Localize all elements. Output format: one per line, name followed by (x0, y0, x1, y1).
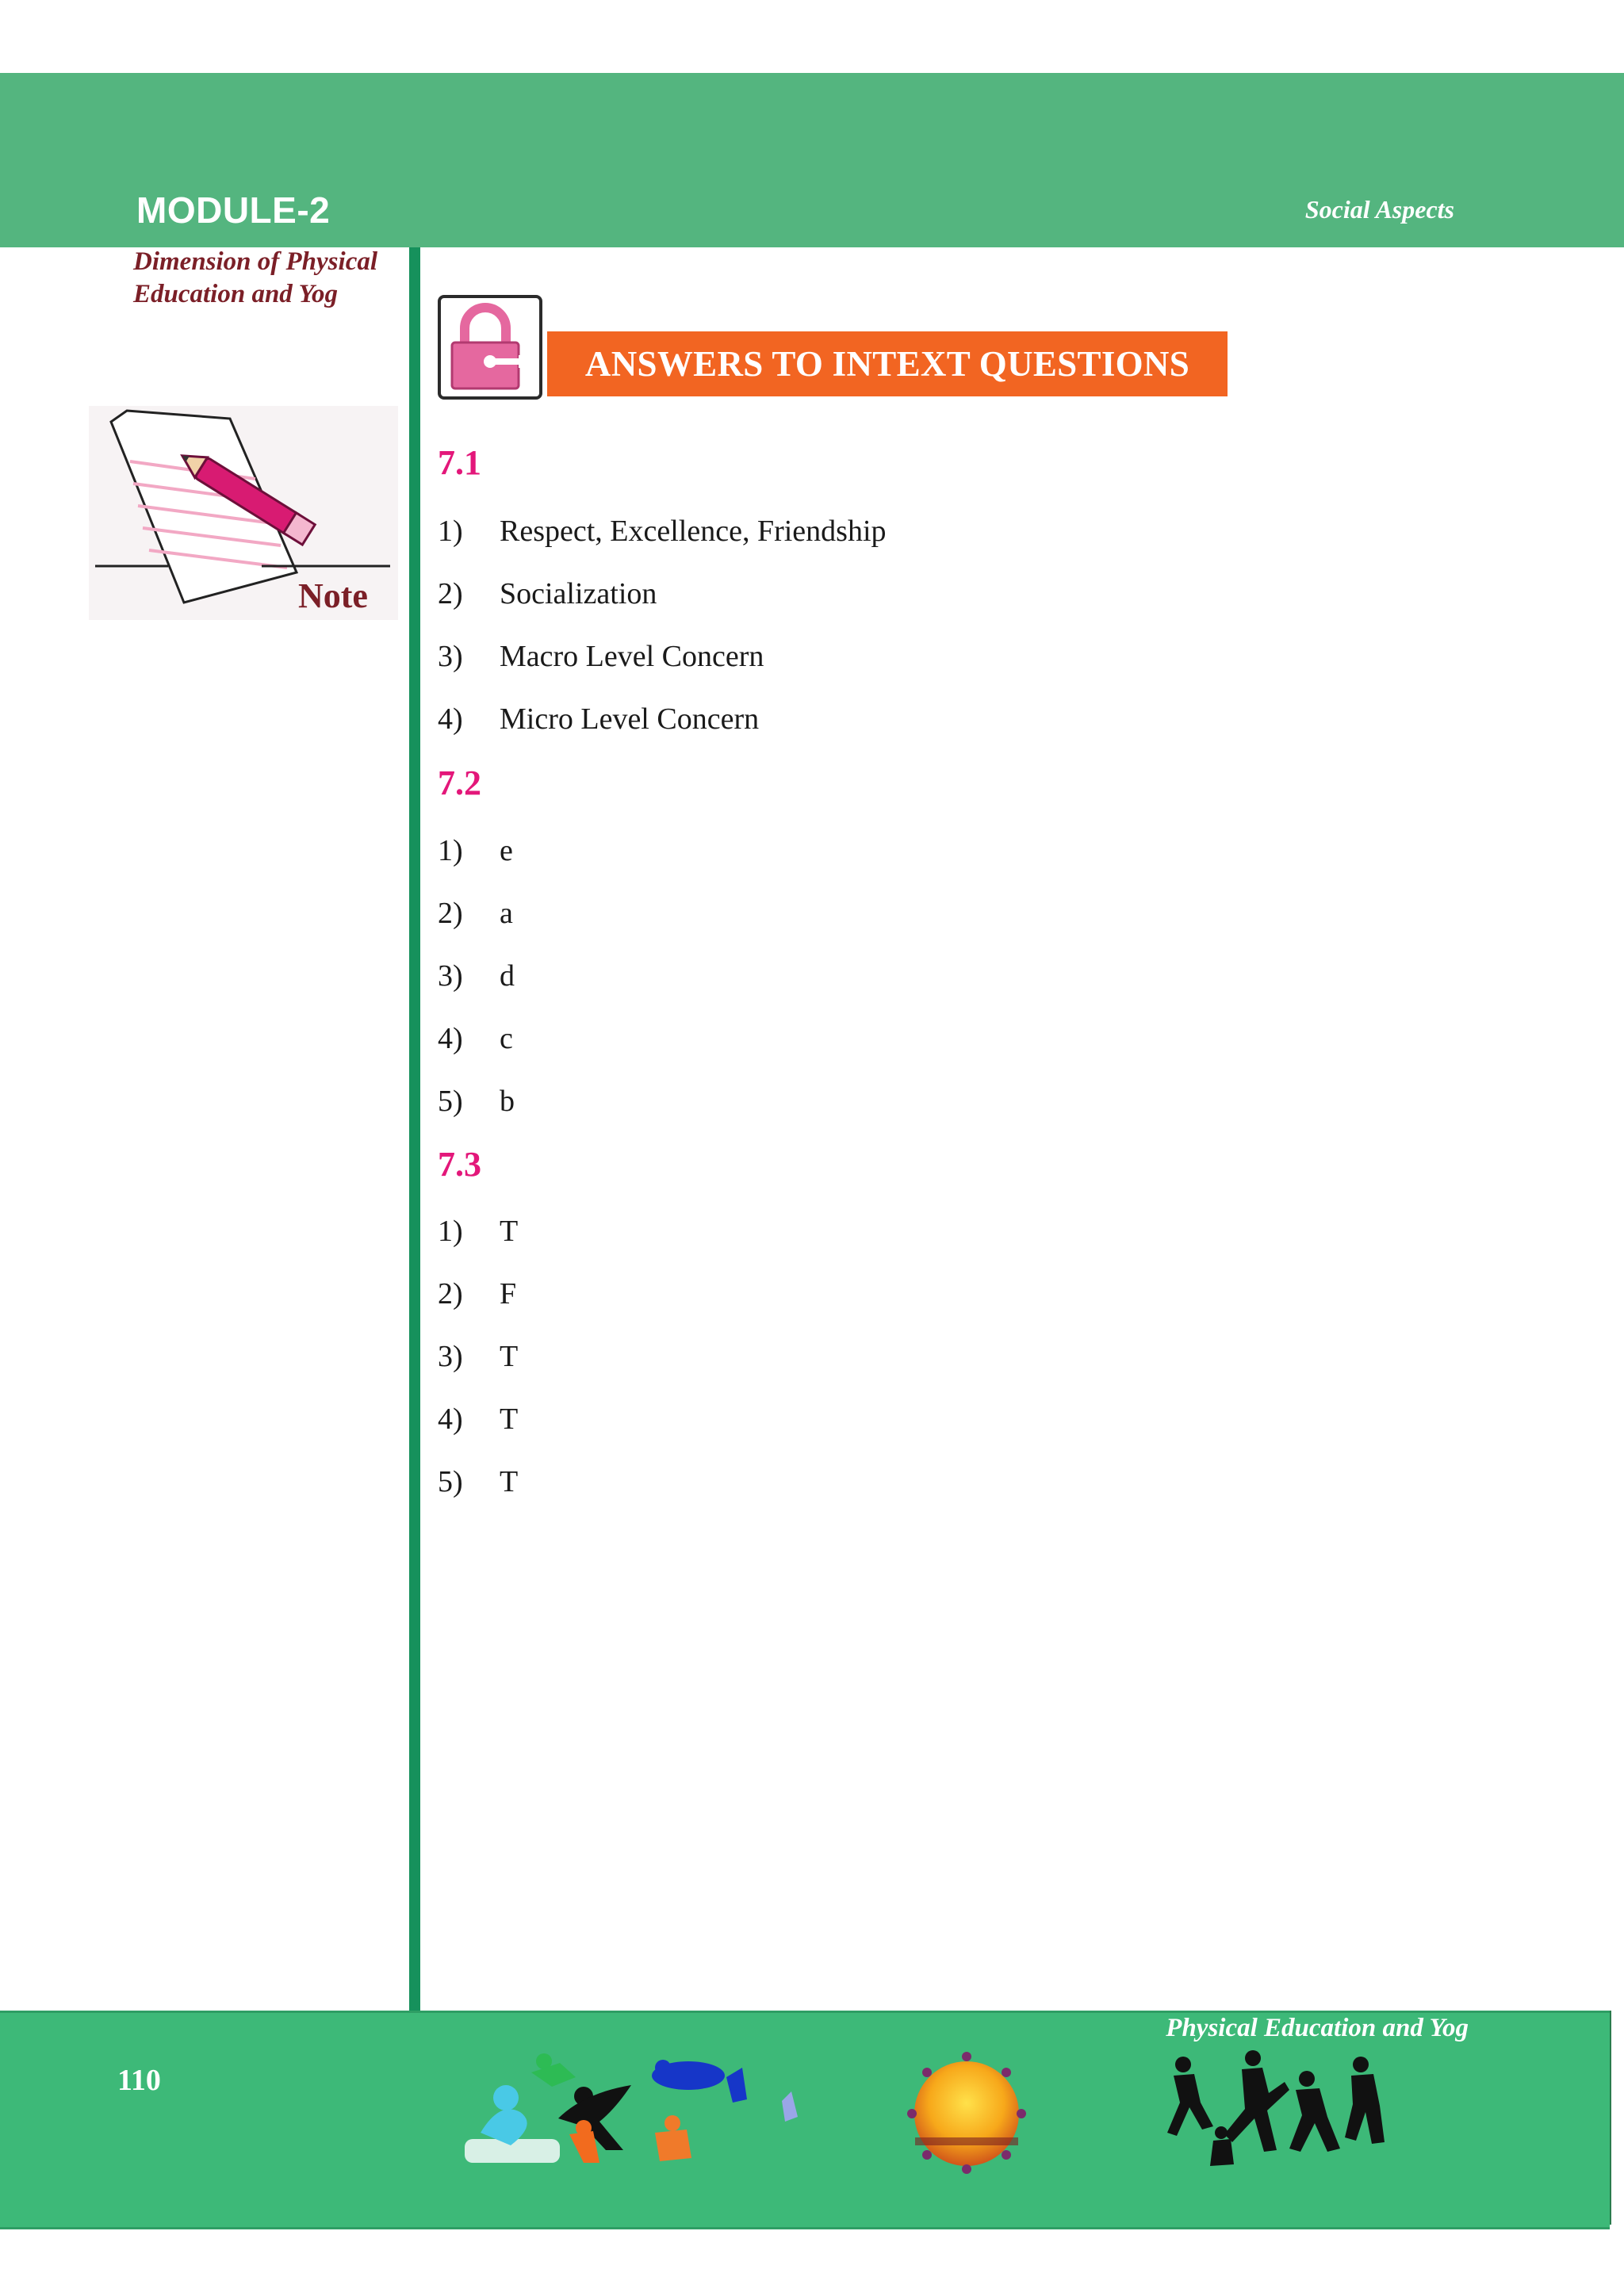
banner-title: ANSWERS TO INTEXT QUESTIONS (584, 344, 1190, 384)
item-number: 4) (438, 702, 463, 736)
item-answer: Socialization (500, 577, 657, 610)
footer-edge (1610, 2011, 1611, 2225)
item-number: 5) (438, 1465, 463, 1498)
note-paper-pencil-icon (89, 406, 398, 620)
module-label: MODULE-2 (136, 189, 331, 231)
list-item: 1) T (438, 1214, 518, 1249)
item-answer: T (500, 1465, 519, 1498)
list-item: 2) F (438, 1276, 516, 1311)
item-answer: b (500, 1085, 515, 1118)
item-number: 4) (438, 1022, 463, 1055)
athlete-silhouettes-icon (1167, 2050, 1385, 2166)
item-number: 3) (438, 1340, 463, 1373)
list-item: 1) e (438, 833, 513, 868)
list-item: 4) c (438, 1021, 513, 1056)
item-answer: T (500, 1340, 519, 1373)
item-number: 1) (438, 515, 463, 548)
list-item: 4) Micro Level Concern (438, 702, 759, 737)
list-item: 3) Macro Level Concern (438, 639, 764, 674)
footer-band (0, 2011, 1610, 2229)
page-number: 110 (117, 2064, 161, 2097)
item-answer: Micro Level Concern (500, 702, 760, 736)
list-item: 2) a (438, 896, 513, 931)
sidebar-title-line2: Education and Yog (133, 280, 338, 308)
sun-circle-icon (907, 2052, 1026, 2174)
colorful-athletes-icon (465, 2053, 798, 2163)
lock-icon-frame (438, 295, 542, 400)
item-number: 5) (438, 1085, 463, 1118)
item-answer: c (500, 1022, 513, 1055)
answers-banner: ANSWERS TO INTEXT QUESTIONS (547, 331, 1228, 396)
sidebar-title-line1: Dimension of Physical (133, 247, 378, 276)
sidebar-title: Dimension of Physical Education and Yog (133, 246, 403, 311)
item-number: 3) (438, 959, 463, 993)
section-heading-7-3: 7.3 (438, 1145, 481, 1184)
item-answer: a (500, 897, 513, 930)
section-heading-7-1: 7.1 (438, 443, 481, 482)
list-item: 4) T (438, 1402, 518, 1437)
list-item: 3) d (438, 959, 515, 993)
list-item: 5) b (438, 1084, 515, 1119)
section-heading-7-2: 7.2 (438, 763, 481, 802)
item-answer: Macro Level Concern (500, 640, 764, 673)
item-number: 3) (438, 640, 463, 673)
item-answer: F (500, 1277, 517, 1311)
item-number: 4) (438, 1402, 463, 1436)
item-answer: d (500, 959, 515, 993)
item-answer: e (500, 834, 513, 867)
note-label: Note (298, 576, 368, 615)
header-band (0, 73, 1624, 247)
lock-icon (450, 303, 525, 390)
list-item: 1) Respect, Excellence, Friendship (438, 514, 887, 549)
item-number: 2) (438, 1277, 463, 1311)
item-answer: T (500, 1215, 519, 1248)
footer-book-title: Physical Education and Yog (1166, 2014, 1469, 2042)
item-number: 1) (438, 834, 463, 867)
item-number: 2) (438, 577, 463, 610)
item-number: 1) (438, 1215, 463, 1248)
item-number: 2) (438, 897, 463, 930)
list-item: 2) Socialization (438, 576, 657, 611)
section-name: Social Aspects (1304, 195, 1454, 224)
list-item: 5) T (438, 1464, 518, 1499)
list-item: 3) T (438, 1339, 518, 1374)
item-answer: Respect, Excellence, Friendship (500, 515, 887, 548)
item-answer: T (500, 1402, 519, 1436)
column-divider (409, 247, 420, 2011)
